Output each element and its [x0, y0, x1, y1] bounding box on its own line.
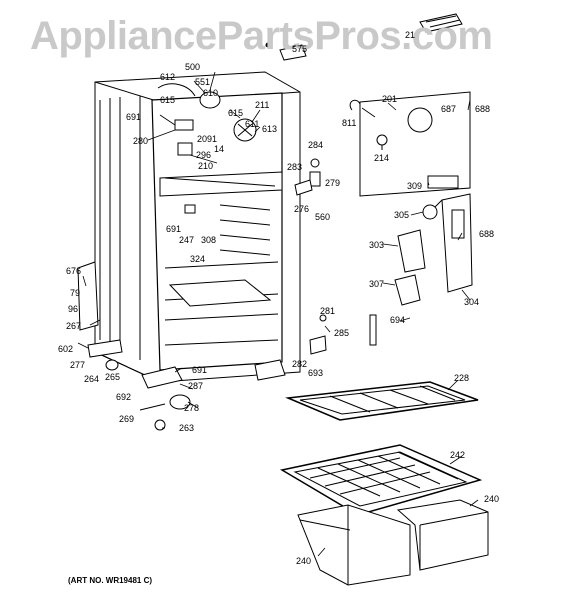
part-label: 610 [203, 88, 219, 98]
evaporator-fan-assembly [157, 83, 257, 214]
control-housing [394, 193, 473, 306]
part-label: 307 [369, 279, 385, 289]
part-label: 309 [407, 181, 423, 191]
wire-shelf [285, 381, 479, 421]
part-label: 303 [369, 240, 385, 250]
thermostat-bracket [294, 158, 377, 355]
part-label: 240 [484, 494, 500, 504]
part-label: 611 [245, 119, 260, 129]
part-label: 265 [105, 372, 121, 382]
part-label: 615 [160, 95, 176, 105]
part-label: 602 [58, 344, 74, 354]
part-label: 285 [334, 328, 350, 338]
part-label: 267 [66, 321, 82, 331]
part-label: 282 [292, 359, 308, 369]
part-label: 211 [255, 100, 270, 110]
part-label: 214 [374, 153, 390, 163]
bottom-hinge-and-rollers [77, 261, 286, 431]
part-label: 240 [296, 556, 312, 566]
part-label: 324 [190, 254, 206, 264]
part-label: 687 [441, 104, 457, 114]
crisper-drawers [297, 499, 489, 586]
leader-lines [77, 71, 479, 557]
part-label: 551 [195, 77, 211, 87]
part-label: 613 [262, 124, 278, 134]
part-label: 247 [179, 235, 195, 245]
refrigerator-cabinet [94, 71, 301, 383]
part-label: 692 [116, 392, 132, 402]
part-label: 305 [394, 210, 410, 220]
part-label: 269 [119, 414, 135, 424]
crisper-cover [279, 444, 483, 516]
top-hinge [265, 42, 307, 61]
part-label: 79 [70, 288, 81, 298]
part-label: 210 [198, 161, 214, 171]
part-label: 575 [292, 44, 308, 54]
part-label: 560 [315, 212, 331, 222]
part-label: 228 [454, 373, 470, 383]
part-label: 287 [188, 381, 204, 391]
part-label: 691 [192, 365, 208, 375]
part-label: 276 [294, 204, 310, 214]
part-label: 264 [84, 374, 100, 384]
part-label: 688 [475, 104, 491, 114]
part-label: 691 [126, 112, 142, 122]
site-watermark: AppliancePartsPros.com [30, 14, 493, 58]
part-label: 676 [66, 266, 82, 276]
art-number: (ART NO. WR19481 C) [68, 576, 153, 585]
part-label: 811 [342, 118, 357, 128]
part-label: 278 [184, 403, 200, 413]
part-label: 277 [70, 360, 86, 370]
part-label: 279 [325, 178, 341, 188]
part-label: 14 [214, 144, 225, 154]
part-label: 2091 [197, 134, 218, 144]
part-label: 304 [464, 297, 480, 307]
part-label: 242 [450, 450, 466, 460]
part-label: 284 [308, 140, 324, 150]
part-label: 280 [133, 136, 149, 146]
part-label: 308 [201, 235, 217, 245]
part-label: 281 [320, 306, 336, 316]
part-label: 296 [196, 150, 212, 160]
part-label: 694 [390, 315, 406, 325]
part-label: 21 [405, 30, 416, 40]
part-label: 500 [185, 62, 201, 72]
part-label: 201 [382, 94, 398, 104]
part-label: 96 [68, 304, 79, 314]
part-label: 612 [160, 72, 176, 82]
part-label: 691 [166, 224, 182, 234]
part-label: 615 [228, 108, 244, 118]
ice-tray [419, 13, 463, 33]
part-label: 263 [179, 423, 195, 433]
part-label: 688 [479, 229, 495, 239]
evaporator-cover-panel [349, 91, 471, 197]
part-label: 693 [308, 368, 324, 378]
part-label: 283 [287, 162, 303, 172]
